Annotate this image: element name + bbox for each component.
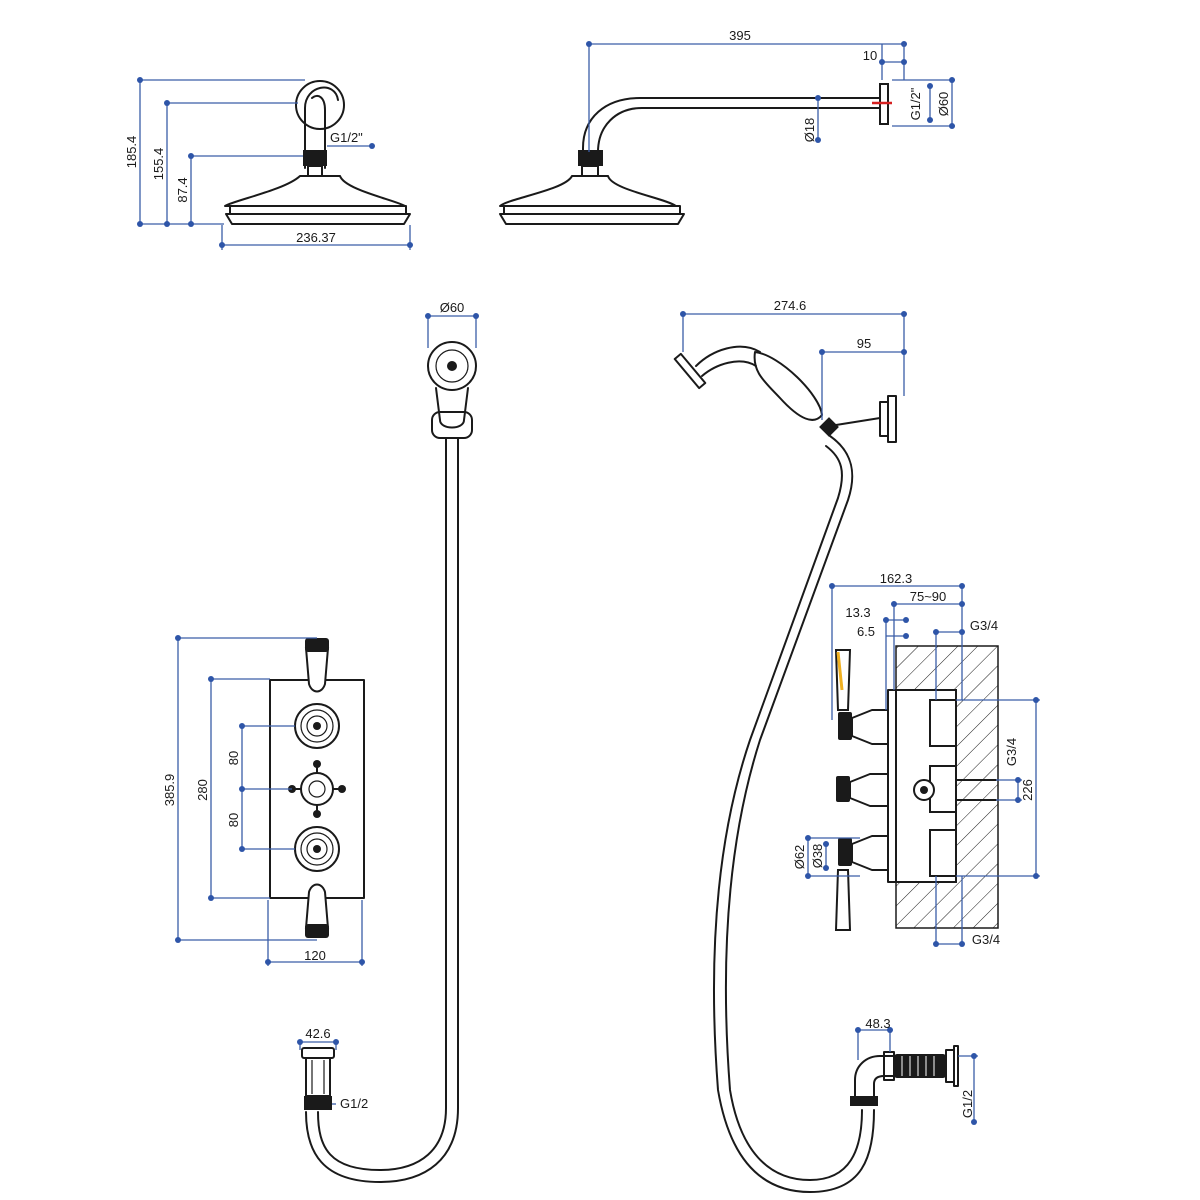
dim-valve-side-adjust: 75~90 (910, 589, 947, 604)
shower-arm-dimensions: 395 10 G1/2" Ø60 Ø18 (586, 28, 955, 152)
dim-valve-pitch-2: 80 (226, 813, 241, 827)
dim-arm-thread: G1/2" (908, 87, 923, 120)
valve-side-dimensions: 162.3 75~90 13.3 6.5 G3/4 G3/4 G3/4 226 … (792, 571, 1040, 947)
wall-outlet-front-dimensions: 42.6 G1/2 (297, 1026, 368, 1111)
dim-outlet-front-thread: G1/2 (340, 1096, 368, 1111)
dim-arm-length: 395 (729, 28, 751, 43)
dim-valve-side-226: 226 (1020, 779, 1035, 801)
dim-head-height-87: 87.4 (175, 177, 190, 202)
dim-outlet-front-width: 42.6 (305, 1026, 330, 1041)
wall-outlet-front-view (301, 1047, 335, 1110)
valve-front-dimensions: 385.9 280 80 80 120 (162, 635, 365, 966)
shower-arm-side-view (499, 83, 892, 225)
handset-front-view (305, 341, 477, 1183)
handset-front-dimensions: Ø60 (425, 300, 479, 348)
dim-valve-total-height: 385.9 (162, 774, 177, 807)
dim-arm-tube: Ø18 (802, 118, 817, 143)
dim-valve-inlet-bottom: G3/4 (972, 932, 1000, 947)
dim-arm-flange: Ø60 (936, 92, 951, 117)
dim-outlet-side-width: 48.3 (865, 1016, 890, 1031)
dim-valve-knob-38: Ø38 (810, 844, 825, 869)
dim-handset-dia: Ø60 (440, 300, 465, 315)
dim-arm-offset: 10 (863, 48, 877, 63)
handle-accent (836, 651, 844, 691)
dim-valve-side-13: 13.3 (845, 605, 870, 620)
dim-head-height-185: 185.4 (124, 136, 139, 169)
dim-valve-side-depth: 162.3 (880, 571, 913, 586)
dim-handset-length: 274.6 (774, 298, 807, 313)
dim-valve-inlet-top: G3/4 (970, 618, 998, 633)
dim-outlet-side-thread: G1/2 (960, 1090, 975, 1118)
valve-side-view (834, 645, 999, 931)
dim-handset-bracket: 95 (857, 336, 871, 351)
shower-head-front-dimensions: 185.4 155.4 87.4 G1/2" 236.37 (124, 77, 413, 250)
shower-head-front-view (224, 80, 411, 225)
dim-head-height-155: 155.4 (151, 148, 166, 181)
wall-outlet-side-dimensions: 48.3 G1/2 (855, 1016, 978, 1125)
dim-head-thread: G1/2" (330, 130, 363, 145)
dim-valve-plate-height: 280 (195, 779, 210, 801)
handset-side-view (673, 345, 897, 1193)
dim-valve-side-6: 6.5 (857, 624, 875, 639)
wall-outlet-side-view (850, 1045, 959, 1106)
dim-valve-inlet-side: G3/4 (1004, 738, 1019, 766)
dim-valve-width: 120 (304, 948, 326, 963)
handset-side-dimensions: 274.6 95 (680, 298, 907, 420)
valve-front-view (269, 638, 365, 938)
dim-head-width: 236.37 (296, 230, 336, 245)
dim-valve-knob-62: Ø62 (792, 845, 807, 870)
dim-valve-pitch-1: 80 (226, 751, 241, 765)
